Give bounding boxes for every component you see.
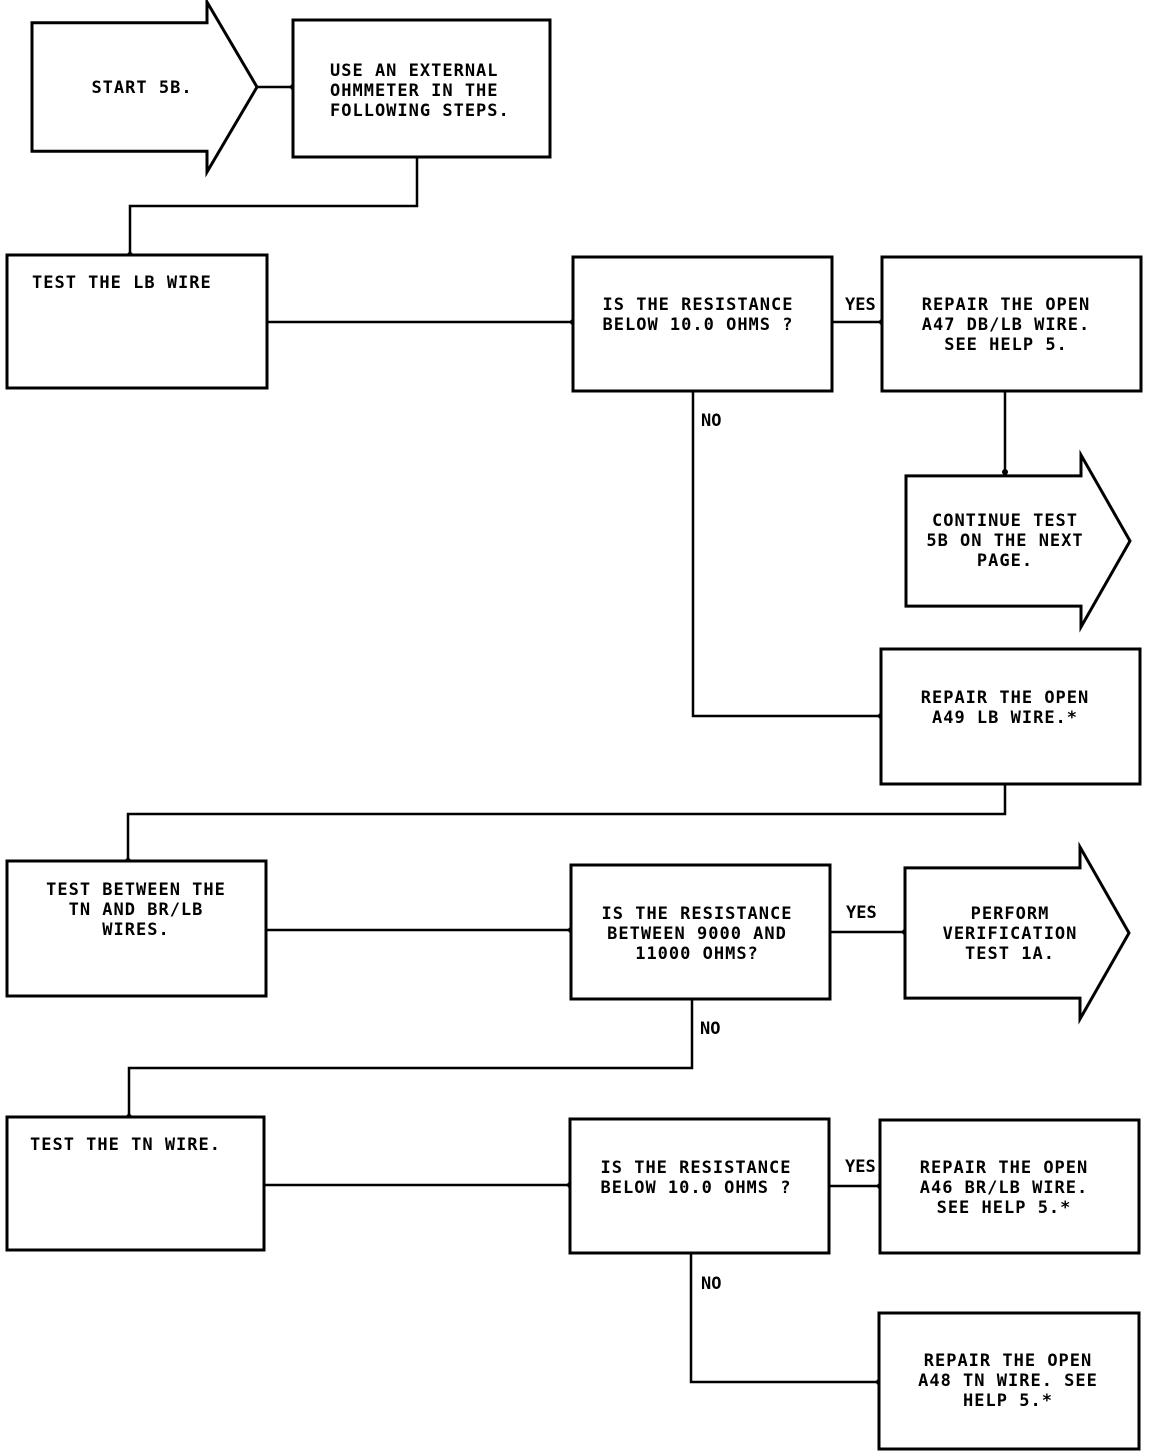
connector-q2-to-test-tn: [127, 999, 694, 1117]
node-text-line: 11000 OHMS?: [635, 944, 759, 964]
node-text-line: REPAIR THE OPEN: [920, 1158, 1089, 1178]
node-text-line: CONTINUE TEST: [932, 511, 1078, 531]
node-text-line: A46 BR/LB WIRE.: [920, 1178, 1089, 1198]
node-text-line: A49 LB WIRE.*: [932, 708, 1078, 728]
process-box-shape: [291, 18, 552, 159]
connector-q1-to-repair-a49: [691, 391, 881, 718]
node-text-line: TEST THE TN WIRE.: [30, 1135, 221, 1155]
flow-node-start: START 5B.: [30, 0, 259, 178]
process-box-shape: [569, 863, 832, 1001]
node-text-line: USE AN EXTERNAL: [330, 61, 499, 81]
node-text-line: 5B ON THE NEXT: [926, 531, 1083, 551]
node-text-line: A48 TN WIRE. SEE: [918, 1371, 1098, 1391]
node-text-line: IS THE RESISTANCE: [603, 295, 794, 315]
node-text-line: SEE HELP 5.*: [937, 1198, 1072, 1218]
process-box-shape: [878, 1118, 1141, 1255]
node-text-line: VERIFICATION: [943, 924, 1078, 944]
node-text-line: TEST THE LB WIRE: [32, 273, 212, 293]
process-box-shape: [879, 647, 1142, 786]
node-text-line: BETWEEN 9000 AND: [607, 924, 787, 944]
node-text-line: PERFORM: [971, 904, 1050, 924]
node-text-line: BELOW 10.0 OHMS ?: [603, 315, 794, 335]
node-text-line: TN AND BR/LB: [69, 900, 204, 920]
off-page-arrow-shape: [30, 0, 259, 178]
node-text-line: WIRES.: [102, 920, 169, 940]
off-page-arrow-shape: [903, 841, 1131, 1025]
edge-label-yes: YES: [845, 295, 876, 315]
edge-label-no: NO: [701, 411, 721, 431]
process-box-shape: [5, 253, 269, 390]
edge-label-yes: YES: [846, 903, 877, 923]
node-text-line: REPAIR THE OPEN: [924, 1351, 1093, 1371]
node-text-line: START 5B.: [91, 78, 192, 98]
node-text-line: REPAIR THE OPEN: [922, 295, 1091, 315]
flow-node-test-lb: TEST THE LB WIRE: [5, 253, 269, 390]
node-text-line: IS THE RESISTANCE: [601, 1158, 792, 1178]
process-box-shape: [568, 1117, 831, 1255]
process-box-shape: [880, 255, 1143, 393]
node-text-line: PAGE.: [977, 551, 1033, 571]
connector-use-ohmmeter-to-test-lb: [128, 157, 419, 255]
process-box-shape: [5, 1115, 266, 1252]
process-box-shape: [571, 255, 834, 393]
connector-repair-a49-to-test-between: [126, 784, 1007, 861]
edge-label-no: NO: [701, 1274, 721, 1294]
process-box-shape: [877, 1311, 1141, 1451]
node-text-line: BELOW 10.0 OHMS ?: [601, 1178, 792, 1198]
node-text-line: SEE HELP 5.: [944, 335, 1068, 355]
off-page-arrow-shape: [904, 449, 1132, 633]
node-text-line: REPAIR THE OPEN: [921, 688, 1090, 708]
node-text-line: A47 DB/LB WIRE.: [922, 315, 1091, 335]
node-text-line: HELP 5.*: [963, 1391, 1053, 1411]
edge-label-no: NO: [700, 1019, 720, 1039]
node-text-line: TEST 1A.: [965, 944, 1055, 964]
connector-endpoint: [1002, 469, 1008, 475]
node-text-line: IS THE RESISTANCE: [602, 904, 793, 924]
edge-labels-layer: YES NO YES NO YES NO: [700, 295, 877, 1294]
connector-q3-to-repair-a48: [689, 1253, 879, 1384]
edge-label-yes: YES: [845, 1157, 876, 1177]
node-text-line: OHMMETER IN THE: [330, 81, 499, 101]
node-text-line: TEST BETWEEN THE: [46, 880, 226, 900]
node-text-line: FOLLOWING STEPS.: [330, 101, 510, 121]
process-box-shape: [5, 859, 268, 998]
flow-node-test-tn: TEST THE TN WIRE.: [5, 1115, 266, 1252]
